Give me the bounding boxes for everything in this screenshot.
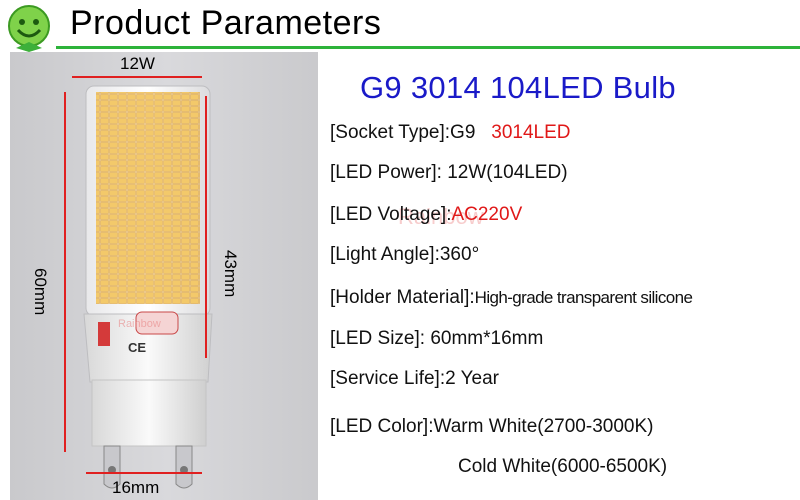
bottom-width-label: 16mm [112,478,160,497]
header: Product Parameters [0,0,800,72]
spec-voltage-value: AC220V [451,204,523,225]
body-height-label: 43mm [221,250,240,298]
spec-color-cold: Cold White(6000-6500K) [458,456,668,477]
height-label: 60mm [31,268,50,316]
spec-life: [Service Life]:2 Year [330,368,499,389]
ce-mark: CE [128,340,146,355]
spec-color-warm: [LED Color]:Warm White(2700-3000K) [330,416,654,437]
height-line [64,92,66,452]
spec-holder-value: High-grade transparent silicone [474,288,693,307]
page-title: Product Parameters [70,4,382,42]
bulb-watermark: Rainbow [118,318,161,330]
spec-voltage: [LED Voltage]:AC220V [330,204,522,226]
header-divider [56,46,800,49]
top-width-label: 12W [120,54,155,73]
body-height-line [205,96,207,358]
spec-holder: [Holder Material]:High-grade transparent… [330,287,693,309]
spec-title: G9 3014 104LED Bulb [360,70,676,105]
spec-watermark: Rainbow [398,204,484,229]
top-width-line [72,76,202,78]
spec-size: [LED Size]: 60mm*16mm [330,328,544,349]
spec-holder-label: [Holder Material]: [330,287,475,308]
spec-power: [LED Power]: 12W(104LED) [330,162,568,183]
product-photo-panel: CE Rainbow [10,52,325,500]
spec-voltage-label: [LED Voltage]: [330,204,452,225]
spec-panel [318,52,800,500]
spec-socket-extra: 3014LED [491,122,571,143]
spec-socket: [Socket Type]:G9 3014LED [330,122,570,144]
bottom-width-line [86,472,202,474]
spec-angle: [Light Angle]:360° [330,244,480,265]
spec-socket-label: [Socket Type]:G9 [330,122,476,143]
g9-bulb-illustration: CE Rainbow [83,85,213,489]
